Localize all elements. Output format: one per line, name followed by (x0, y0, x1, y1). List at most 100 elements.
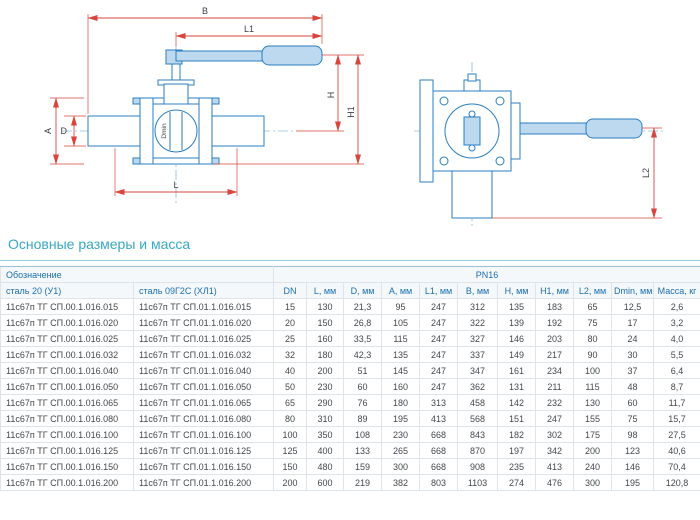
dimension-L: L (114, 148, 238, 196)
value-cell: 161 (497, 362, 537, 379)
dimension-B: B (87, 6, 323, 114)
designation-cell: 11с67п ТГ СП.00.1.016.050 (0, 378, 134, 395)
value-cell: 108 (343, 426, 383, 443)
dim-label-l2: L2 (641, 168, 651, 178)
value-cell: 480 (306, 458, 345, 475)
value-cell: 230 (306, 378, 345, 395)
value-cell: 40,6 (653, 442, 700, 459)
value-cell: 150 (306, 314, 345, 331)
value-cell: 131 (497, 378, 537, 395)
value-cell: 40 (273, 362, 308, 379)
value-cell: 65 (273, 394, 308, 411)
value-cell: 8,7 (653, 378, 700, 395)
value-cell: 803 (419, 474, 459, 491)
value-cell: 42,3 (343, 346, 383, 363)
value-cell: 95 (381, 298, 421, 315)
value-cell: 310 (306, 410, 345, 427)
value-cell: 33,5 (343, 330, 383, 347)
value-cell: 247 (419, 362, 459, 379)
section-title-rule: Основные размеры и масса (0, 234, 700, 261)
value-cell: 146 (611, 458, 655, 475)
value-cell: 362 (457, 378, 499, 395)
value-cell: 60 (343, 378, 383, 395)
value-cell: 568 (457, 410, 499, 427)
value-cell: 20 (273, 314, 308, 331)
value-cell: 668 (419, 458, 459, 475)
col-header-b: B, мм (457, 282, 499, 299)
table-group-header-row: Обозначение PN16 (0, 266, 700, 283)
value-cell: 247 (535, 410, 575, 427)
value-cell: 142 (497, 394, 537, 411)
value-cell: 159 (343, 458, 383, 475)
value-cell: 476 (535, 474, 575, 491)
dim-label-a: A (43, 128, 53, 134)
value-cell: 139 (497, 314, 537, 331)
valve-technical-drawing: B L1 H H1 A (0, 0, 700, 232)
value-cell: 6,4 (653, 362, 700, 379)
dimension-H1: H1 (214, 54, 364, 165)
value-cell: 300 (381, 458, 421, 475)
value-cell: 5,5 (653, 346, 700, 363)
value-cell: 1103 (457, 474, 499, 491)
designation-cell: 11с67п ТГ СП.01.1.016.080 (132, 410, 275, 427)
dimension-L1: L1 (175, 24, 323, 46)
dimension-L2: L2 (492, 127, 662, 219)
value-cell: 80 (573, 330, 613, 347)
dim-label-dmin: Dmin (161, 123, 168, 139)
col-header-h1: H1, мм (535, 282, 575, 299)
designation-cell: 11с67п ТГ СП.01.1.016.015 (132, 298, 275, 315)
col-header-a: A, мм (381, 282, 421, 299)
value-cell: 155 (573, 410, 613, 427)
dim-label-b: B (202, 6, 208, 16)
value-cell: 600 (306, 474, 345, 491)
value-cell: 342 (535, 442, 575, 459)
value-cell: 146 (497, 330, 537, 347)
value-cell: 247 (419, 314, 459, 331)
value-cell: 133 (343, 442, 383, 459)
value-cell: 247 (419, 298, 459, 315)
value-cell: 76 (343, 394, 383, 411)
value-cell: 313 (419, 394, 459, 411)
value-cell: 175 (573, 426, 613, 443)
value-cell: 458 (457, 394, 499, 411)
col-header-h: H, мм (497, 282, 537, 299)
value-cell: 247 (419, 330, 459, 347)
value-cell: 149 (497, 346, 537, 363)
dimension-A: A (43, 97, 84, 165)
value-cell: 32 (273, 346, 308, 363)
value-cell: 327 (457, 330, 499, 347)
col-header-l: L, мм (306, 282, 345, 299)
value-cell: 115 (573, 378, 613, 395)
value-cell: 60 (611, 394, 655, 411)
value-cell: 26,8 (343, 314, 383, 331)
designation-cell: 11с67п ТГ СП.01.1.016.150 (132, 458, 275, 475)
group-header-designation: Обозначение (0, 266, 275, 283)
value-cell: 235 (497, 458, 537, 475)
designation-cell: 11с67п ТГ СП.00.1.016.020 (0, 314, 134, 331)
designation-cell: 11с67п ТГ СП.01.1.016.125 (132, 442, 275, 459)
value-cell: 200 (273, 474, 308, 491)
value-cell: 247 (419, 378, 459, 395)
value-cell: 200 (573, 442, 613, 459)
value-cell: 17 (611, 314, 655, 331)
value-cell: 234 (535, 362, 575, 379)
value-cell: 180 (381, 394, 421, 411)
value-cell: 75 (611, 410, 655, 427)
designation-cell: 11с67п ТГ СП.00.1.016.015 (0, 298, 134, 315)
valve-drawing-svg: B L1 H H1 A (43, 6, 664, 226)
value-cell: 217 (535, 346, 575, 363)
value-cell: 211 (535, 378, 575, 395)
value-cell: 350 (306, 426, 345, 443)
value-cell: 400 (306, 442, 345, 459)
value-cell: 195 (381, 410, 421, 427)
value-cell: 135 (497, 298, 537, 315)
value-cell: 4,0 (653, 330, 700, 347)
